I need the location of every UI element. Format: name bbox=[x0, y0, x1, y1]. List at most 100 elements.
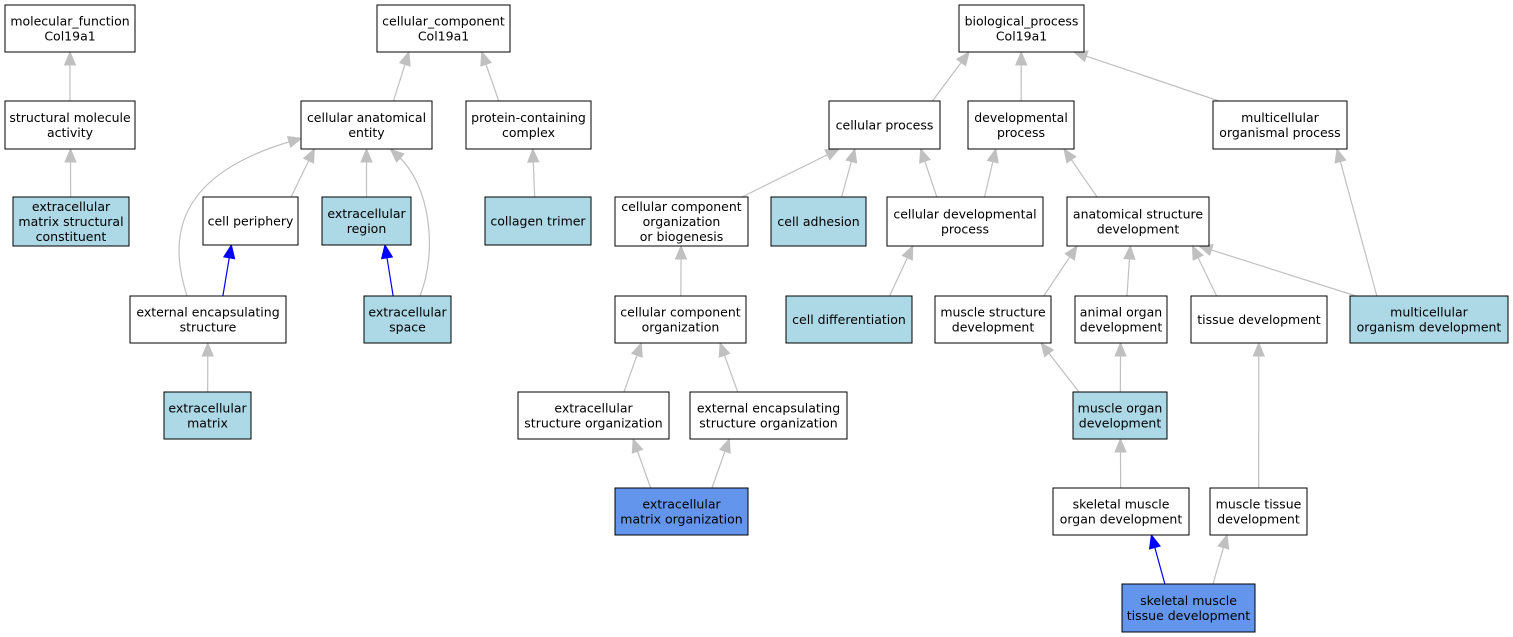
node-label-line: organ development bbox=[1060, 512, 1183, 527]
node-box bbox=[614, 487, 749, 536]
node-box bbox=[828, 100, 941, 150]
node-label-line: development bbox=[1079, 416, 1162, 431]
arrowhead-ecm_structural_constituent-to-structural_molecule_activity bbox=[64, 147, 77, 163]
node-cell-adhesion[interactable]: cell adhesion bbox=[770, 196, 867, 247]
arrowhead-cellular_developmental_process-to-developmental_process bbox=[986, 147, 999, 164]
node-box bbox=[1074, 295, 1168, 344]
node-label-line: tissue development bbox=[1127, 608, 1251, 623]
node-label-line: extracellular bbox=[168, 401, 247, 416]
node-label-line: extracellular bbox=[642, 497, 721, 512]
node-label-line: structural molecule bbox=[9, 110, 131, 125]
node-label-line: extracellular bbox=[32, 199, 111, 214]
arrowhead-ecm_organization-to-external_encapsulating_structure_organization bbox=[718, 437, 731, 454]
arrowhead-skeletal_muscle_tissue_development-to-muscle_tissue_development bbox=[1217, 533, 1230, 550]
node-box bbox=[363, 295, 452, 344]
node-label-line: muscle organ bbox=[1078, 401, 1163, 416]
node-box bbox=[614, 196, 749, 247]
node-box bbox=[934, 295, 1052, 344]
node-label-line: development bbox=[1217, 512, 1300, 527]
node-box bbox=[967, 100, 1075, 150]
arrowhead-multicellular_organismal_process-to-bp_root bbox=[1072, 50, 1089, 63]
node-box bbox=[465, 100, 592, 150]
arrowhead-protein_containing_complex-to-cc_root bbox=[480, 50, 493, 67]
node-label-line: Col19a1 bbox=[418, 29, 469, 44]
edge-tissue_development-to-anatomical_structure_development bbox=[1197, 257, 1218, 297]
arrowhead-extracellular_structure_organization-to-cc_organization bbox=[630, 341, 643, 358]
arrowhead-cell_differentiation-to-cellular_developmental_process bbox=[901, 244, 914, 261]
node-collagen-trimer[interactable]: collagen trimer bbox=[484, 196, 592, 246]
node-label-line: process bbox=[941, 222, 989, 237]
node-box bbox=[1072, 391, 1168, 440]
node-cell-periphery[interactable]: cell periphery bbox=[202, 196, 299, 246]
node-label-line: activity bbox=[47, 125, 94, 140]
node-label-line: or biogenesis bbox=[640, 229, 724, 244]
node-box bbox=[1066, 196, 1210, 247]
node-label-line: muscle structure bbox=[940, 305, 1046, 320]
edge-cellular_anatomical_entity-to-cc_root bbox=[392, 64, 406, 102]
edge-skeletal_muscle_tissue_development-to-skeletal_muscle_organ_development bbox=[1154, 547, 1166, 585]
node-label-line: structure bbox=[180, 320, 237, 335]
arrowhead-developmental_process-to-bp_root bbox=[1014, 50, 1028, 66]
node-label-line: biological_process bbox=[965, 14, 1079, 29]
node-label-line: region bbox=[347, 221, 387, 236]
node-box bbox=[886, 196, 1044, 247]
node-tissue-development[interactable]: tissue development bbox=[1190, 295, 1328, 344]
arrowhead-extracellular_space-to-cellular_anatomical_entity bbox=[389, 148, 405, 163]
node-label-line: external encapsulating bbox=[697, 401, 840, 416]
node-label-line: organismal process bbox=[1219, 125, 1340, 140]
edge-ecm_organization-to-extracellular_structure_organization bbox=[636, 451, 652, 489]
node-box bbox=[202, 196, 299, 246]
edge-cell_adhesion-to-cellular_process bbox=[841, 161, 852, 198]
node-box bbox=[1121, 583, 1256, 633]
node-label-line: cellular developmental bbox=[893, 207, 1036, 222]
node-label-line: Col19a1 bbox=[44, 29, 95, 44]
node-label-line: space bbox=[389, 320, 426, 335]
node-box bbox=[4, 100, 136, 150]
arrowhead-structural_molecule_activity-to-mf_root bbox=[63, 50, 77, 66]
node-label-line: cellular anatomical bbox=[307, 110, 426, 125]
node-label-line: Col19a1 bbox=[996, 29, 1047, 44]
node-label-line: cellular component bbox=[620, 305, 740, 320]
node-label-line: development bbox=[1097, 222, 1180, 237]
arrowhead-extracellular_region-to-cellular_anatomical_entity bbox=[360, 147, 373, 163]
node-label-line: cellular process bbox=[836, 118, 934, 133]
node-label-line: protein-containing bbox=[471, 110, 586, 125]
node-cellular-process[interactable]: cellular process bbox=[828, 100, 941, 150]
arrowhead-muscle_organ_development-to-animal_organ_development bbox=[1114, 341, 1127, 357]
node-box bbox=[689, 391, 848, 440]
arrowhead-collagen_trimer-to-protein_containing_complex bbox=[527, 147, 540, 163]
node-cell-differentiation[interactable]: cell differentiation bbox=[785, 295, 913, 344]
node-label-line: matrix bbox=[187, 416, 228, 431]
arrowhead-anatomical_structure_development-to-developmental_process bbox=[1063, 147, 1077, 164]
node-box bbox=[163, 391, 252, 440]
node-box bbox=[321, 196, 412, 246]
node-label-line: multicellular bbox=[1390, 305, 1469, 320]
